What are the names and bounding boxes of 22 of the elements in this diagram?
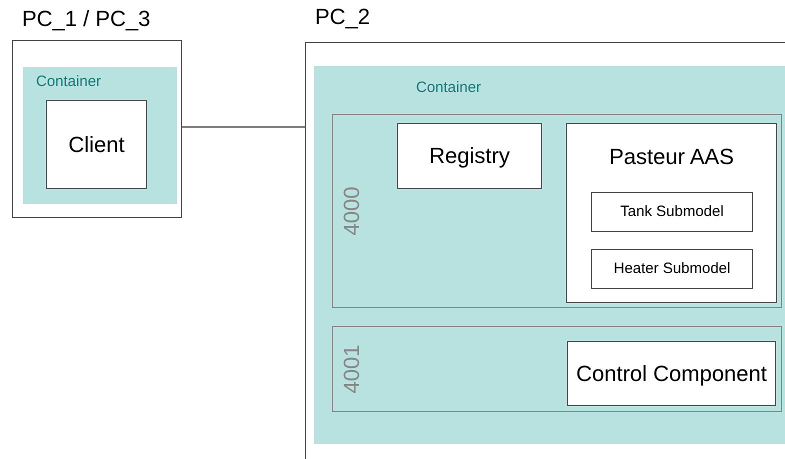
container-panel	[23, 67, 177, 204]
model-title: Pasteur AAS	[608, 144, 735, 170]
component-box	[591, 192, 753, 232]
port-number: 4000	[339, 186, 365, 236]
container-label: Container	[36, 73, 102, 90]
port-group-box	[332, 114, 782, 308]
device-heading: PC_2	[315, 4, 370, 30]
port-number: 4001	[339, 344, 365, 394]
component-label: Tank Submodel	[620, 202, 724, 222]
component-label: Heater Submodel	[614, 260, 730, 278]
component-box	[591, 249, 753, 289]
component-label: Control Component	[576, 360, 767, 388]
component-label: Registry	[429, 142, 510, 170]
connector-line	[182, 126, 305, 128]
container-label: Container	[416, 79, 482, 96]
model-box	[566, 123, 777, 303]
port-group-box	[332, 326, 782, 412]
component-box	[46, 100, 147, 189]
component-box	[397, 123, 542, 189]
component-label: Client	[68, 130, 125, 158]
device-heading: PC_1 / PC_3	[22, 6, 150, 32]
component-box	[567, 341, 776, 406]
